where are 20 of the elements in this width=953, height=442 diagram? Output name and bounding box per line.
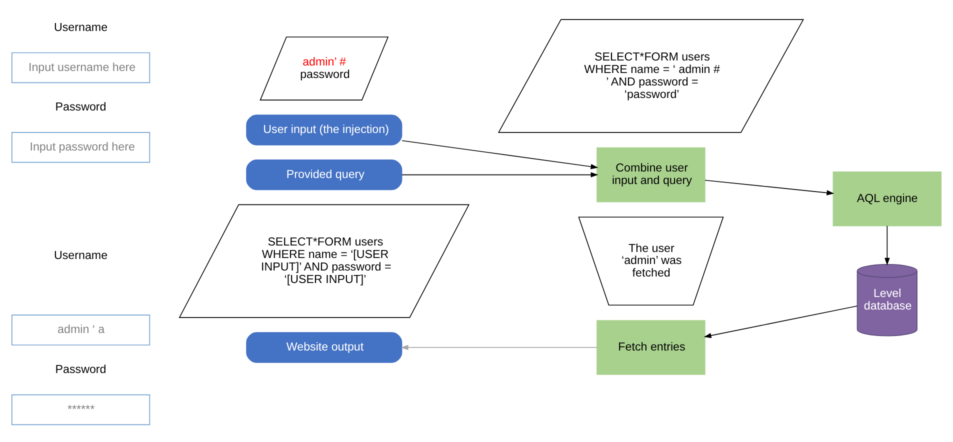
- node-box: Website output: [246, 332, 402, 362]
- arrow: [884, 225, 890, 265]
- node-box: Input password here: [11, 132, 150, 162]
- label: Password: [55, 362, 106, 376]
- node-box: Combine user input and query: [596, 146, 706, 202]
- arrow: [704, 179, 834, 195]
- arrow: [402, 140, 598, 169]
- arrow: [704, 305, 858, 338]
- node-box: Fetch entries: [596, 320, 706, 374]
- label: Username: [54, 248, 108, 262]
- arrow: [400, 344, 598, 350]
- arrow: [402, 172, 598, 177]
- node-box: AQL engine: [832, 170, 942, 226]
- node-box: admin ‘ a: [11, 314, 150, 345]
- node-box: ******: [11, 394, 150, 425]
- label: Password: [55, 100, 106, 114]
- node-box: User input (the injection): [246, 114, 402, 145]
- label: Username: [54, 20, 108, 34]
- node-box: Input username here: [11, 52, 150, 83]
- node-box: Provided query: [246, 158, 402, 190]
